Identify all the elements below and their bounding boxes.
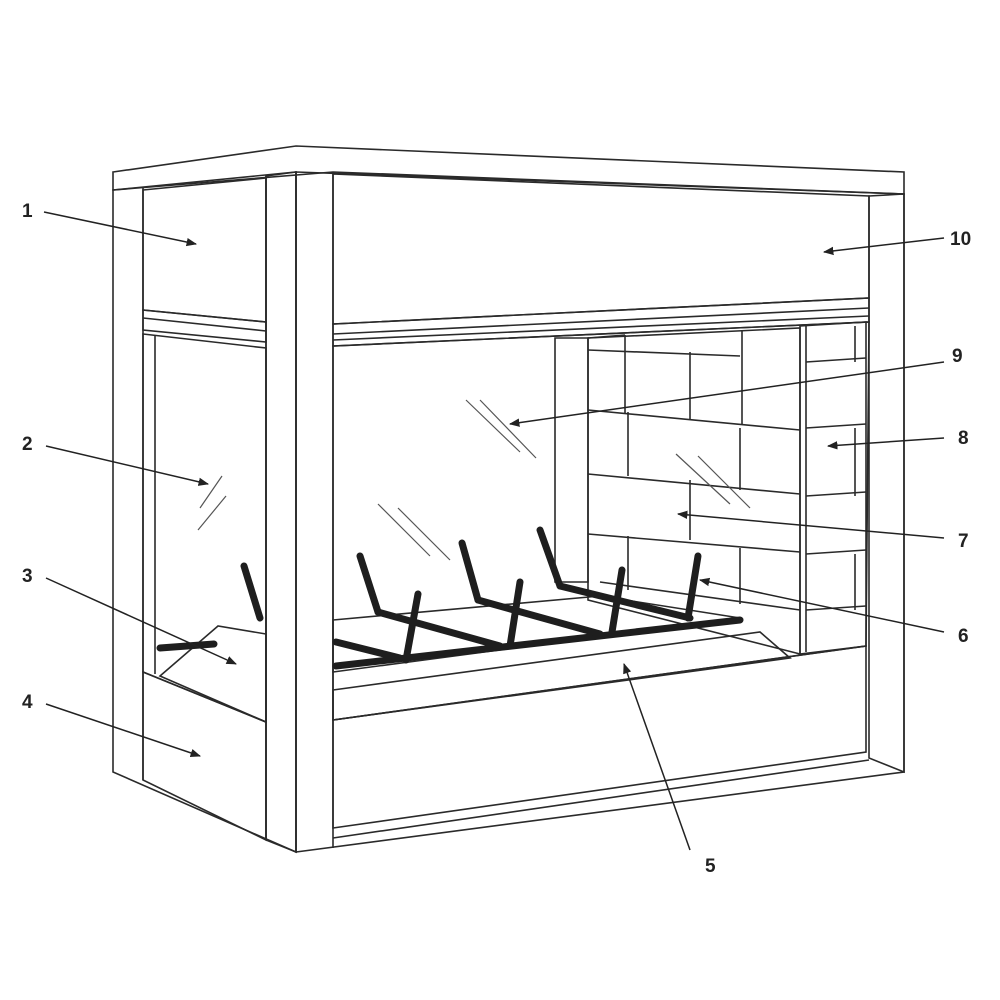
callout-leaders (43, 211, 945, 851)
left-corner-post (265, 171, 297, 854)
callout-10: 10 (950, 229, 971, 250)
leader-4 (45, 703, 201, 757)
leader-9 (508, 361, 945, 427)
front-bottom (332, 645, 870, 839)
leader-3 (45, 577, 237, 665)
left-upper-panel (142, 177, 267, 323)
cabinet-top (112, 145, 905, 195)
callout-labels: 1 2 3 4 5 6 7 8 9 10 (22, 201, 971, 877)
ember-bed (332, 631, 792, 721)
left-upper-trim (142, 309, 267, 343)
side-opening (142, 333, 267, 842)
callout-1: 1 (22, 201, 33, 222)
leader-1 (43, 211, 198, 247)
interior-post (554, 337, 589, 583)
callout-7: 7 (958, 531, 969, 552)
leader-7 (676, 510, 945, 539)
front-top-trim (332, 297, 870, 347)
cabinet (112, 145, 905, 854)
leader-2 (45, 445, 210, 486)
side-glass-panel (142, 333, 267, 724)
callout-3: 3 (22, 566, 33, 587)
refractory-brick-wall (587, 327, 801, 656)
side-glass-reflection (197, 475, 227, 531)
front-bottom-panel (332, 645, 867, 829)
callout-5: 5 (705, 856, 716, 877)
callout-9: 9 (952, 346, 963, 367)
callout-6: 6 (958, 626, 969, 647)
glass-reflection (377, 399, 751, 561)
fire-grate (332, 526, 744, 670)
leader-6 (698, 577, 945, 633)
callout-2: 2 (22, 434, 33, 455)
leader-10 (822, 237, 945, 256)
left-lower-panel (142, 670, 267, 842)
left-side-panel (112, 171, 297, 854)
upper-panels (142, 173, 870, 347)
callout-8: 8 (958, 428, 969, 449)
side-ember-bed (158, 625, 267, 724)
callout-4: 4 (22, 692, 33, 713)
front-opening (332, 321, 870, 721)
leader-8 (826, 437, 945, 450)
leader-5 (623, 663, 691, 851)
side-brick-column (799, 321, 867, 655)
right-corner-post (868, 193, 905, 774)
front-frame (295, 171, 905, 853)
